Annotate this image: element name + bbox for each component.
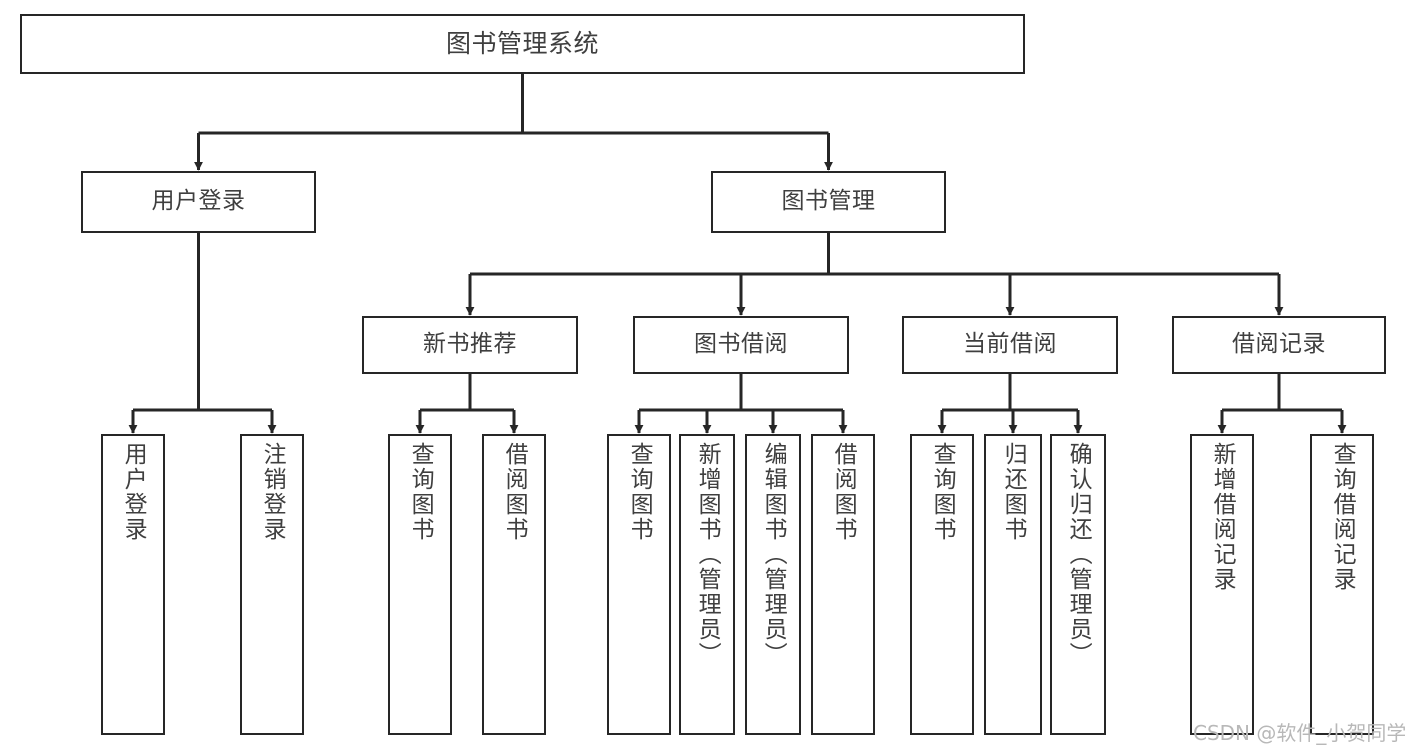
- node-user-login[interactable]: 用户登录: [81, 171, 316, 233]
- node-label-leaf-add-record: 新增借阅记录: [1209, 442, 1236, 592]
- node-label-leaf-add-book: 新增图书（管理员）: [694, 442, 721, 667]
- node-label-leaf-borrow-book-2: 借阅图书: [830, 442, 857, 542]
- node-label-new-book-rec: 新书推荐: [423, 331, 517, 358]
- node-label-root: 图书管理系统: [445, 29, 599, 58]
- node-label-leaf-user-login: 用户登录: [120, 442, 147, 542]
- node-leaf-query-book-2[interactable]: 查询图书: [607, 434, 671, 735]
- node-book-manage[interactable]: 图书管理: [711, 171, 946, 233]
- node-leaf-query-record[interactable]: 查询借阅记录: [1310, 434, 1374, 735]
- node-label-leaf-query-record: 查询借阅记录: [1329, 442, 1356, 592]
- node-leaf-add-book[interactable]: 新增图书（管理员）: [679, 434, 735, 735]
- node-leaf-user-logout[interactable]: 注销登录: [240, 434, 304, 735]
- node-leaf-return-book[interactable]: 归还图书: [984, 434, 1042, 735]
- node-new-book-rec[interactable]: 新书推荐: [362, 316, 578, 374]
- node-label-leaf-query-book-3: 查询图书: [929, 442, 956, 542]
- node-root[interactable]: 图书管理系统: [20, 14, 1025, 74]
- node-leaf-edit-book[interactable]: 编辑图书（管理员）: [745, 434, 801, 735]
- node-label-book-manage: 图书管理: [781, 188, 876, 215]
- node-label-leaf-edit-book: 编辑图书（管理员）: [760, 442, 787, 667]
- node-leaf-query-book-3[interactable]: 查询图书: [910, 434, 974, 735]
- node-leaf-confirm-return[interactable]: 确认归还（管理员）: [1050, 434, 1106, 735]
- node-label-leaf-return-book: 归还图书: [1000, 442, 1027, 542]
- node-current-borrow[interactable]: 当前借阅: [902, 316, 1118, 374]
- node-leaf-add-record[interactable]: 新增借阅记录: [1190, 434, 1254, 735]
- node-leaf-borrow-book-2[interactable]: 借阅图书: [811, 434, 875, 735]
- node-label-leaf-user-logout: 注销登录: [259, 442, 286, 542]
- node-label-leaf-query-book-1: 查询图书: [407, 442, 434, 542]
- node-label-borrow-record: 借阅记录: [1232, 331, 1326, 358]
- edges: [128, 74, 1347, 434]
- node-leaf-user-login[interactable]: 用户登录: [101, 434, 165, 735]
- node-label-leaf-query-book-2: 查询图书: [626, 442, 653, 542]
- node-leaf-query-book-1[interactable]: 查询图书: [388, 434, 452, 735]
- node-borrow-record[interactable]: 借阅记录: [1172, 316, 1386, 374]
- node-label-book-borrow: 图书借阅: [694, 331, 788, 358]
- node-label-user-login: 用户登录: [151, 188, 246, 215]
- node-leaf-borrow-book-1[interactable]: 借阅图书: [482, 434, 546, 735]
- node-book-borrow[interactable]: 图书借阅: [633, 316, 849, 374]
- node-label-leaf-confirm-return: 确认归还（管理员）: [1065, 442, 1092, 667]
- node-label-current-borrow: 当前借阅: [963, 331, 1057, 358]
- node-label-leaf-borrow-book-1: 借阅图书: [501, 442, 528, 542]
- watermark-text: CSDN @软件_小贺同学: [1193, 721, 1405, 745]
